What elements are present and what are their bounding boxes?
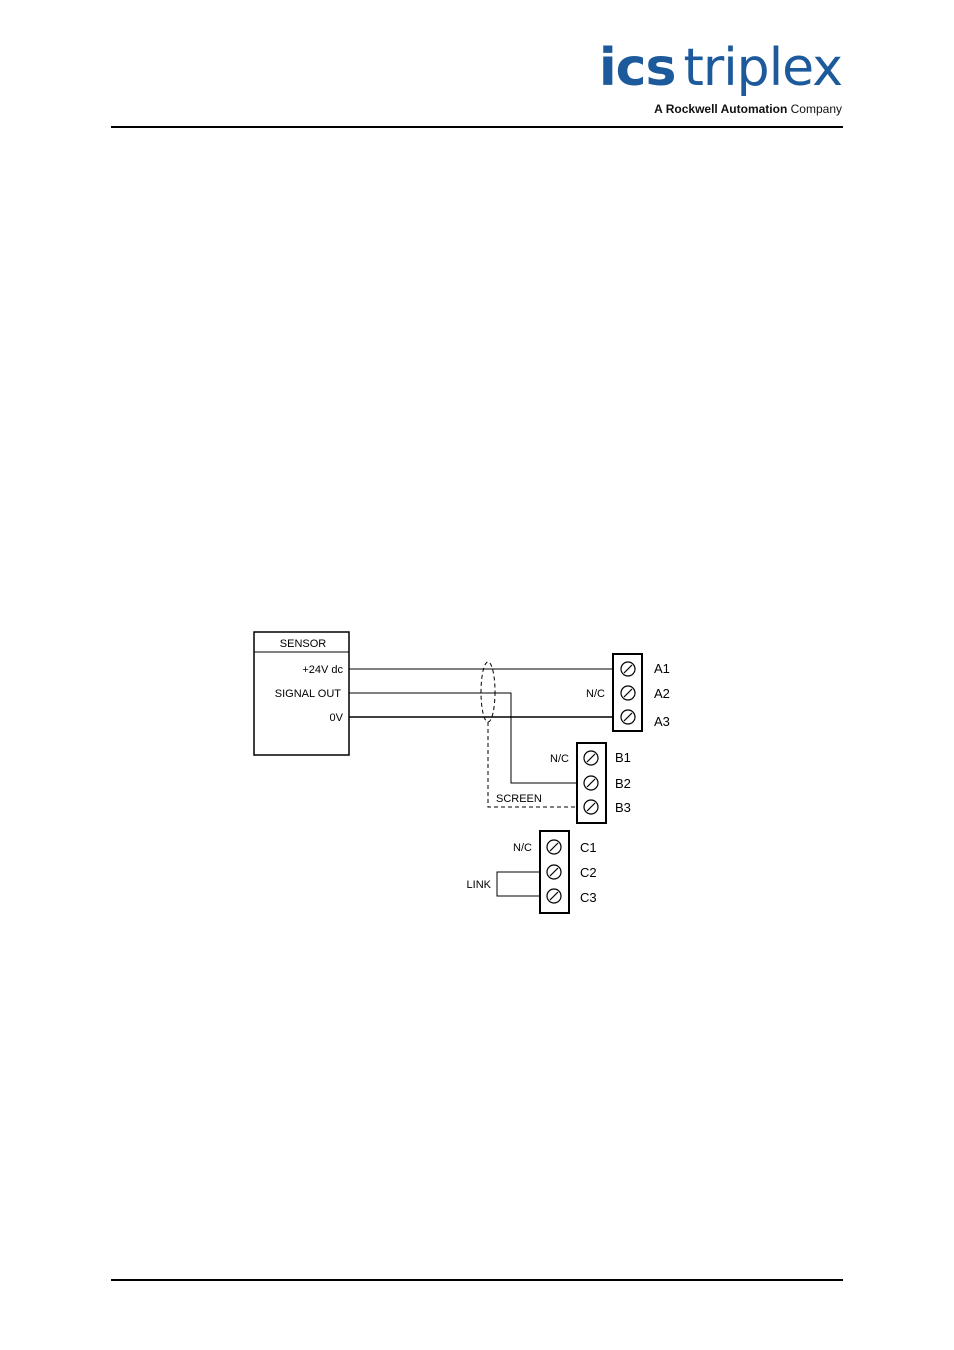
terminal-a2-label: A2 [654, 686, 670, 701]
terminal-c2-label: C2 [580, 865, 597, 880]
sensor-title: SENSOR [280, 638, 327, 650]
terminal-b2-screw [584, 776, 598, 790]
screen-label: SCREEN [496, 793, 542, 805]
terminal-b3-label: B3 [615, 800, 631, 815]
terminal-a2-screw [621, 686, 635, 700]
terminal-a1-screw [621, 662, 635, 676]
wire-signal-out [349, 693, 577, 783]
sensor-pin-24v: +24V dc [302, 664, 343, 676]
terminal-b2-label: B2 [615, 776, 631, 791]
terminal-c3-label: C3 [580, 890, 597, 905]
terminal-c3-screw [547, 889, 561, 903]
terminal-b1-screw [584, 751, 598, 765]
terminal-c2-screw [547, 865, 561, 879]
terminal-c1-label: C1 [580, 840, 597, 855]
sensor-pin-0v: 0V [330, 712, 344, 724]
terminal-a1-label: A1 [654, 661, 670, 676]
terminal-a3-screw [621, 710, 635, 724]
terminal-b3-screw [584, 800, 598, 814]
terminal-a3-label: A3 [654, 714, 670, 729]
terminal-b1-label: B1 [615, 750, 631, 765]
terminal-c1-screw [547, 840, 561, 854]
sensor-pin-signal-out: SIGNAL OUT [275, 688, 341, 700]
terminal-a2-nc-label: N/C [586, 688, 605, 700]
cable-screen-ellipse [481, 662, 495, 722]
terminal-block-a [613, 654, 642, 731]
terminal-c1-nc-label: N/C [513, 842, 532, 854]
terminal-b1-nc-label: N/C [550, 753, 569, 765]
link-label: LINK [467, 879, 492, 891]
link-wire-c2-c3 [497, 872, 540, 896]
